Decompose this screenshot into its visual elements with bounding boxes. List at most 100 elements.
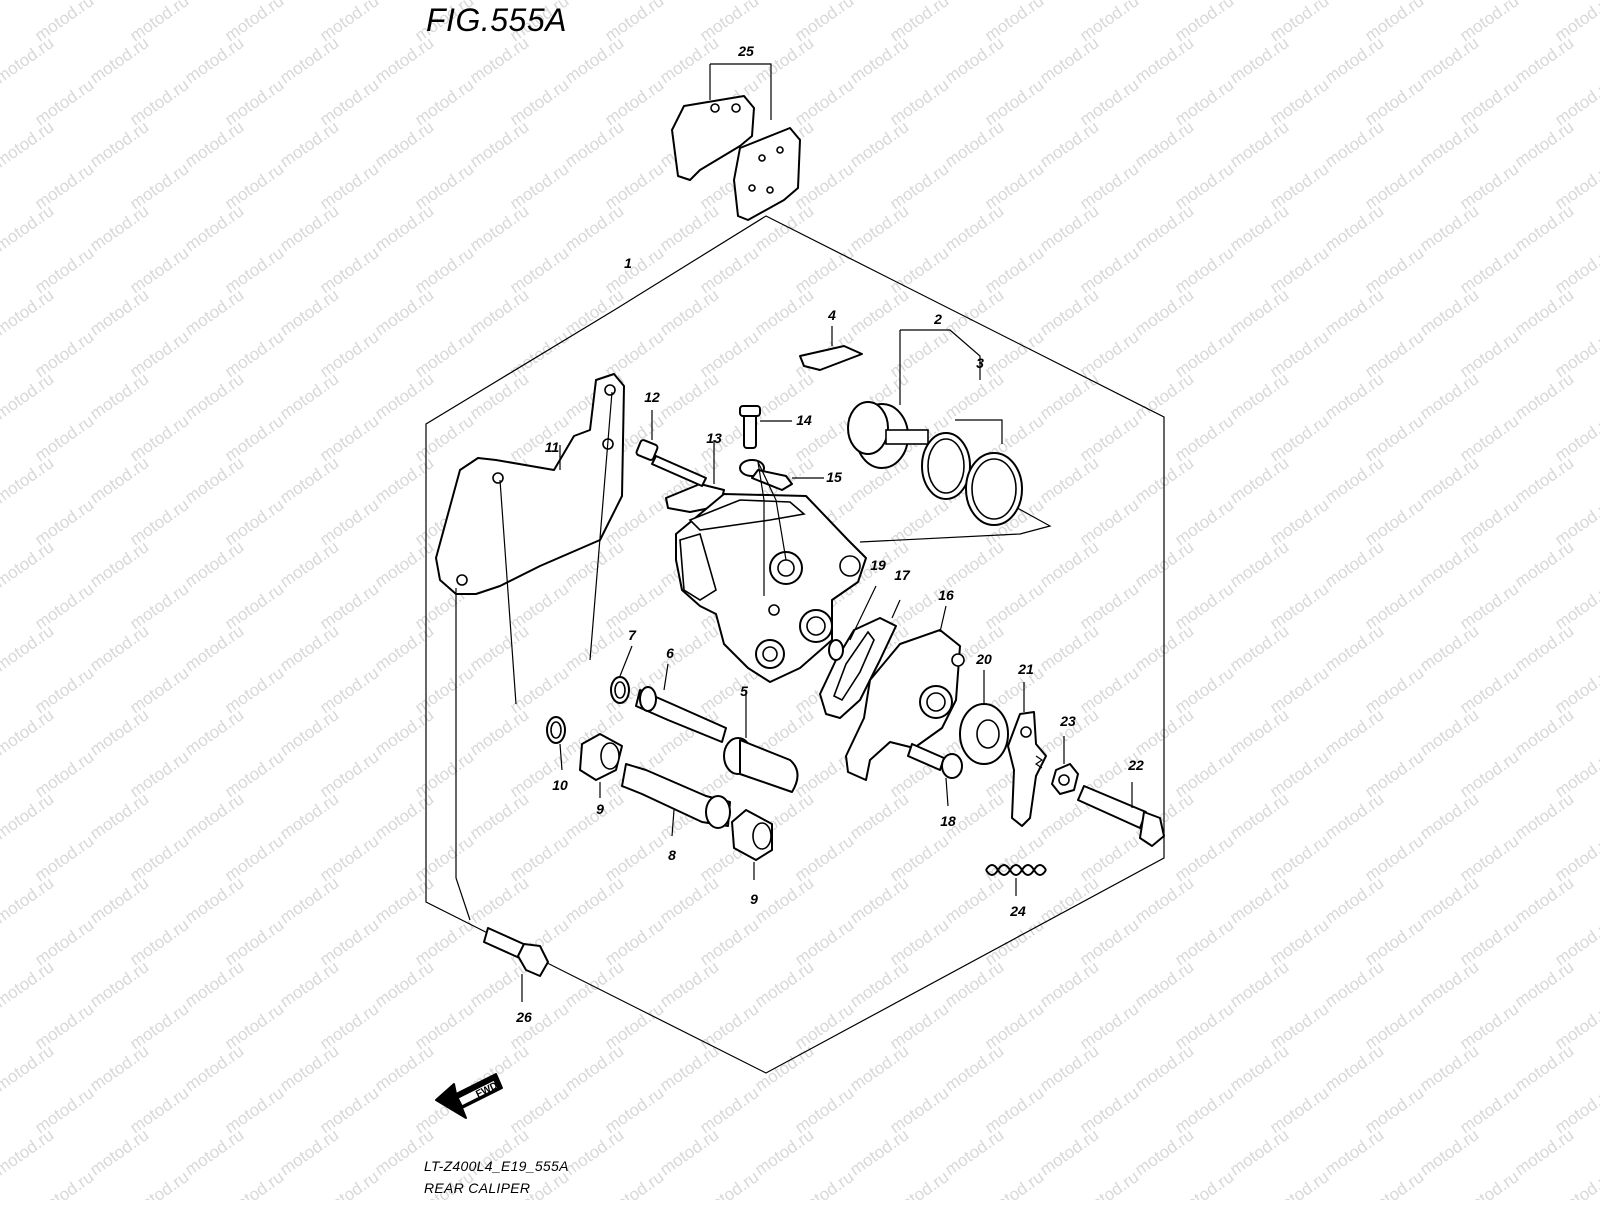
- bolt-26: [483, 927, 549, 1002]
- watermark-text: motod.ru: [276, 285, 342, 339]
- watermark-text: motod.ru: [941, 33, 1007, 87]
- callout-layer: 1234567899101112131415161718192021222324…: [515, 43, 1144, 1025]
- watermark-text: motod.ru: [371, 957, 437, 1011]
- watermark-text: motod.ru: [1551, 999, 1600, 1053]
- watermark-text: motod.ru: [1416, 201, 1482, 255]
- watermark-text: motod.ru: [31, 1167, 97, 1200]
- callout-22: 22: [1127, 757, 1144, 773]
- watermark-text: motod.ru: [1321, 33, 1387, 87]
- watermark-text: motod.ru: [276, 453, 342, 507]
- watermark-text: motod.ru: [1511, 873, 1577, 927]
- watermark-text: motod.ru: [0, 873, 57, 927]
- watermark-text: motod.ru: [791, 1167, 857, 1200]
- watermark-text: motod.ru: [1551, 411, 1600, 465]
- watermark-text: motod.ru: [941, 369, 1007, 423]
- callout-20: 20: [975, 651, 992, 667]
- watermark-text: motod.ru: [0, 705, 57, 759]
- watermark-text: motod.ru: [981, 1167, 1047, 1200]
- watermark-text: motod.ru: [1321, 1041, 1387, 1095]
- watermark-text: motod.ru: [1416, 537, 1482, 591]
- watermark-text: motod.ru: [1131, 0, 1197, 3]
- watermark-text: motod.ru: [1416, 789, 1482, 843]
- watermark-text: motod.ru: [86, 33, 152, 87]
- watermark-text: motod.ru: [371, 117, 437, 171]
- watermark-text: motod.ru: [86, 1125, 152, 1179]
- watermark-text: motod.ru: [656, 1041, 722, 1095]
- watermark-text: motod.ru: [1511, 957, 1577, 1011]
- watermark-text: motod.ru: [1171, 1167, 1237, 1200]
- watermark-text: motod.ru: [1321, 285, 1387, 339]
- callout-21: 21: [1017, 661, 1034, 677]
- watermark-text: motod.ru: [1551, 327, 1600, 381]
- watermark-text: motod.ru: [1511, 537, 1577, 591]
- watermark-text: motod.ru: [656, 873, 722, 927]
- nut-23: [1051, 736, 1079, 795]
- bolt-18: [907, 743, 963, 807]
- slide-pin-5: [723, 690, 799, 793]
- watermark-text: motod.ru: [1076, 1167, 1142, 1200]
- piston-seal-group: [847, 329, 1052, 543]
- watermark-text: motod.ru: [181, 873, 247, 927]
- watermark-text: motod.ru: [1226, 621, 1292, 675]
- watermark-text: motod.ru: [1036, 453, 1102, 507]
- watermark-text: motod.ru: [1036, 537, 1102, 591]
- watermark-text: motod.ru: [846, 957, 912, 1011]
- slide-pin-8: [621, 763, 731, 837]
- watermark-text: motod.ru: [86, 537, 152, 591]
- watermark-text: motod.ru: [181, 369, 247, 423]
- watermark-text: motod.ru: [656, 33, 722, 87]
- watermark-text: motod.ru: [751, 957, 817, 1011]
- watermark-text: motod.ru: [276, 537, 342, 591]
- callout-17: 17: [894, 567, 911, 583]
- pad-pin: [635, 410, 707, 487]
- watermark-text: motod.ru: [276, 1125, 342, 1179]
- watermark-text: motod.ru: [601, 1167, 667, 1200]
- watermark-text: motod.ru: [656, 201, 722, 255]
- watermark-text: motod.ru: [1226, 0, 1292, 3]
- watermark-text: motod.ru: [941, 1041, 1007, 1095]
- watermark-text: motod.ru: [466, 201, 532, 255]
- cam-20: [959, 670, 1009, 765]
- watermark-text: motod.ru: [941, 201, 1007, 255]
- callout-7: 7: [628, 627, 637, 643]
- watermark-text: motod.ru: [1131, 873, 1197, 927]
- watermark-text: motod.ru: [1416, 1041, 1482, 1095]
- watermark-text: motod.ru: [1321, 369, 1387, 423]
- watermark-text: motod.ru: [941, 0, 1007, 3]
- watermark-text: motod.ru: [466, 33, 532, 87]
- watermark-text: motod.ru: [276, 369, 342, 423]
- watermark-text: motod.ru: [86, 117, 152, 171]
- watermark-text: motod.ru: [276, 0, 342, 3]
- watermark-text: motod.ru: [0, 453, 57, 507]
- watermark-text: motod.ru: [181, 705, 247, 759]
- watermark-text: motod.ru: [656, 1125, 722, 1179]
- watermark-text: motod.ru: [941, 957, 1007, 1011]
- watermark-text: motod.ru: [276, 117, 342, 171]
- callout-13: 13: [706, 430, 722, 446]
- watermark-text: motod.ru: [86, 453, 152, 507]
- watermark-text: motod.ru: [221, 1167, 287, 1200]
- watermark-text: motod.ru: [656, 285, 722, 339]
- watermark-text: motod.ru: [1511, 285, 1577, 339]
- watermark-text: motod.ru: [1511, 1125, 1577, 1179]
- watermark-text: motod.ru: [1226, 33, 1292, 87]
- callout-25: 25: [737, 43, 754, 59]
- callout-16: 16: [938, 587, 954, 603]
- watermark-text: motod.ru: [1551, 747, 1600, 801]
- watermark-text: motod.ru: [126, 1167, 192, 1200]
- watermark-text: motod.ru: [1131, 201, 1197, 255]
- watermark-text: motod.ru: [276, 789, 342, 843]
- watermark-text: motod.ru: [656, 369, 722, 423]
- watermark-text: motod.ru: [561, 1041, 627, 1095]
- watermark-text: motod.ru: [86, 285, 152, 339]
- watermark-text: motod.ru: [1131, 957, 1197, 1011]
- watermark-text: motod.ru: [751, 1125, 817, 1179]
- callout-26: 26: [515, 1009, 532, 1025]
- watermark-text: motod.ru: [1511, 369, 1577, 423]
- diagram-name: REAR CALIPER: [424, 1180, 531, 1196]
- watermark-text: motod.ru: [276, 621, 342, 675]
- watermark-text: motod.ru: [1321, 201, 1387, 255]
- watermark-text: motod.ru: [1416, 621, 1482, 675]
- watermark-text: motod.ru: [466, 369, 532, 423]
- watermark-text: motod.ru: [1321, 957, 1387, 1011]
